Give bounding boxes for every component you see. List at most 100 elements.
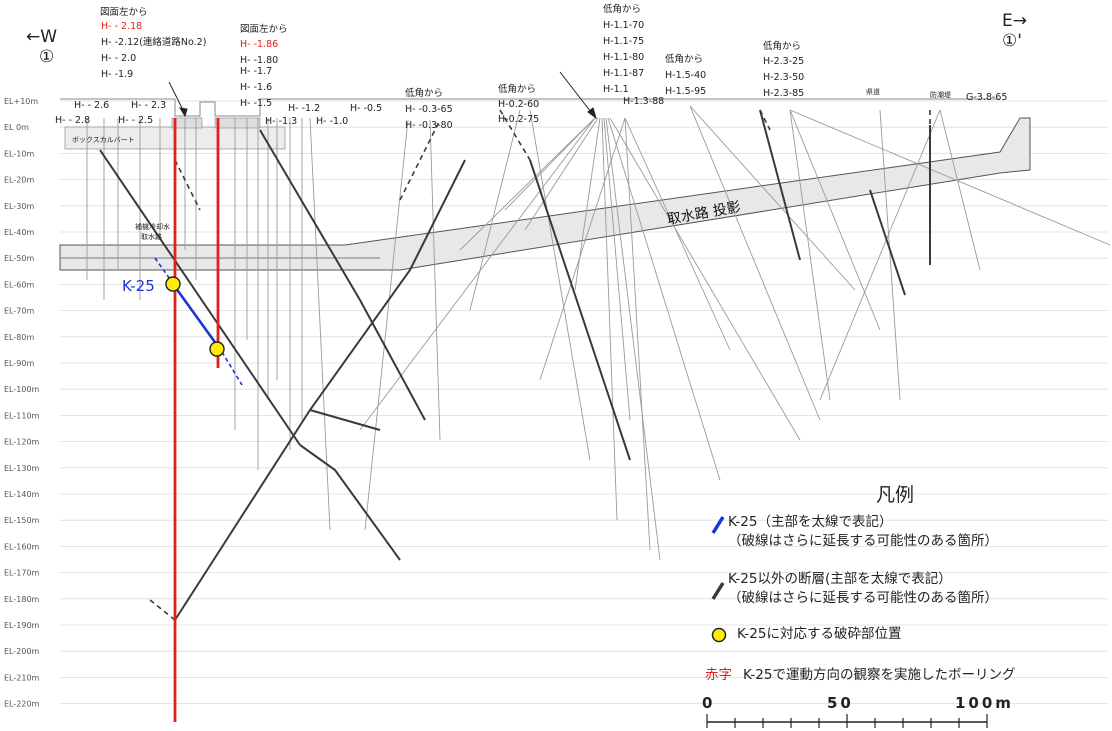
- elevation-label: EL-40m: [4, 228, 34, 237]
- borehole-label: H-1.5-95: [665, 86, 706, 97]
- elevation-label: EL-70m: [4, 307, 34, 316]
- intake-channel: [59, 117, 1031, 271]
- elevation-label: EL-150m: [4, 516, 40, 525]
- elevation-label: EL-20m: [4, 176, 34, 185]
- elevation-label: EL-100m: [4, 385, 40, 394]
- borehole-label: H- -1.0: [316, 116, 348, 127]
- borehole-label: H- -1.6: [240, 82, 272, 93]
- elevation-label: EL-160m: [4, 542, 40, 551]
- elevation-label: EL-120m: [4, 438, 40, 447]
- borehole-label: H- - 2.3: [131, 100, 166, 111]
- borehole-label: H- -1.3: [265, 116, 297, 127]
- legend-red-desc: K-25で運動方向の観察を実施したボーリング: [743, 667, 1016, 683]
- elevation-label: EL-210m: [4, 673, 40, 682]
- group-header: 低角から: [498, 83, 536, 95]
- borehole-label: H-1.5-40: [665, 70, 706, 81]
- box-culvert-label: ボックスカルバート: [72, 136, 135, 144]
- elevation-label: EL-10m: [4, 149, 34, 158]
- road-label: 県道: [866, 87, 880, 96]
- k25-fault: K-25: [122, 257, 243, 386]
- borehole-label: H-2.3-85: [763, 88, 804, 99]
- borehole-label: H-0.2-75: [498, 114, 539, 125]
- cooling-label: 補機冷却水取水路: [135, 222, 170, 241]
- elevation-axis: EL+10m EL 0m EL-10mEL-20mEL-30mEL-40mEL-50…: [4, 97, 40, 709]
- borehole-label: H- -1.2: [288, 103, 320, 114]
- scale-100: 100m: [955, 694, 1014, 712]
- elevation-label: EL-50m: [4, 254, 34, 263]
- other-faults: [99, 109, 931, 621]
- borehole-label: H-1.1-80: [603, 52, 644, 63]
- borehole-label: H- -0.5: [350, 103, 382, 114]
- east-label: E→: [1002, 11, 1027, 31]
- borehole-label: H-1.1-75: [603, 36, 644, 47]
- borehole-label: H- -1.7: [240, 66, 272, 77]
- borehole-label: H-1.3-88: [623, 96, 664, 107]
- borehole-label: G-3.8-65: [966, 92, 1007, 103]
- legend-red-label: 赤字: [705, 667, 732, 683]
- elevation-label: EL-110m: [4, 411, 40, 420]
- elevation-label: EL-180m: [4, 595, 40, 604]
- borehole-label: H- - 2.5: [118, 115, 153, 126]
- elevation-label: EL-140m: [4, 490, 40, 499]
- borehole-annotations: 図面左から H- - 2.18 H- -2.12(連絡道路No.2) H- - …: [55, 3, 1007, 131]
- legend-breccia: K-25に対応する破砕部位置: [737, 626, 902, 642]
- borehole-label: H-1.1-70: [603, 20, 644, 31]
- borehole-label: H- - 2.6: [74, 100, 109, 111]
- borehole-label: H-1.1: [603, 84, 629, 95]
- legend-k25-line2: （破線はさらに延長する可能性のある箇所）: [728, 533, 998, 549]
- west-label: ←W: [26, 27, 57, 47]
- legend: 凡例 K-25（主部を太線で表記） （破線はさらに延長する可能性のある箇所） K…: [700, 480, 1112, 731]
- breccia-marker: [165, 276, 181, 292]
- red-boreholes: [173, 118, 220, 722]
- west-marker: ①: [39, 47, 54, 67]
- group-header: 低角から: [763, 40, 801, 52]
- borehole-label: H- -1.80: [240, 55, 278, 66]
- borehole-label: H- -0.3-80: [405, 120, 453, 131]
- other-faults-dashed: [149, 109, 931, 621]
- borehole-label: H-2.3-50: [763, 72, 804, 83]
- borehole-label: H-2.3-25: [763, 56, 804, 67]
- borehole-label: H- - 2.18: [101, 21, 142, 32]
- breccia-marker: [209, 341, 225, 357]
- k25-label: K-25: [122, 277, 155, 295]
- breccia-legend-symbol: [711, 627, 727, 643]
- elevation-label: EL-190m: [4, 621, 40, 630]
- fault-legend-symbol: [711, 582, 725, 600]
- elevation-label: EL 0m: [4, 123, 29, 132]
- legend-k25-line1: K-25（主部を太線で表記）: [728, 514, 893, 530]
- elevation-label: EL-200m: [4, 647, 40, 656]
- borehole-label: H- -1.86: [240, 39, 278, 50]
- borehole-label: H- -1.5: [240, 98, 272, 109]
- borehole-label: H- -1.9: [101, 69, 133, 80]
- legend-title: 凡例: [876, 484, 915, 506]
- group-header: 低角から: [603, 3, 641, 15]
- group-header: 低角から: [405, 87, 443, 99]
- elevation-label: EL+10m: [4, 97, 38, 106]
- elevation-label: EL-130m: [4, 464, 40, 473]
- east-marker: ①': [1002, 31, 1022, 51]
- borehole-label: H- -2.12(連絡道路No.2): [101, 36, 206, 48]
- elevation-label: EL-220m: [4, 700, 40, 709]
- k25-legend-symbol: [711, 516, 725, 534]
- group-header: 図面左から: [240, 23, 288, 35]
- borehole-lines: [86, 105, 1111, 561]
- borehole-label: H- - 2.8: [55, 115, 90, 126]
- borehole-label: H- -0.3-65: [405, 104, 453, 115]
- borehole-label: H-1.1-87: [603, 68, 644, 79]
- legend-other-line2: （破線はさらに延長する可能性のある箇所）: [728, 590, 998, 606]
- elevation-label: EL-170m: [4, 569, 40, 578]
- borehole-label: H-0.2-60: [498, 99, 539, 110]
- seawall-label: 防潮堤: [930, 90, 951, 99]
- scale-0: 0: [702, 694, 716, 712]
- elevation-label: EL-60m: [4, 280, 34, 289]
- group-header: 図面左から: [100, 6, 148, 18]
- legend-other-line1: K-25以外の断層(主部を太線で表記）: [728, 571, 952, 587]
- borehole-label: H- - 2.0: [101, 53, 136, 64]
- elevation-label: EL-80m: [4, 333, 34, 342]
- elevation-label: EL-90m: [4, 359, 34, 368]
- scale-50: 50: [827, 694, 854, 712]
- scale-bar: [706, 714, 988, 728]
- group-header: 低角から: [665, 53, 703, 65]
- elevation-label: EL-30m: [4, 202, 34, 211]
